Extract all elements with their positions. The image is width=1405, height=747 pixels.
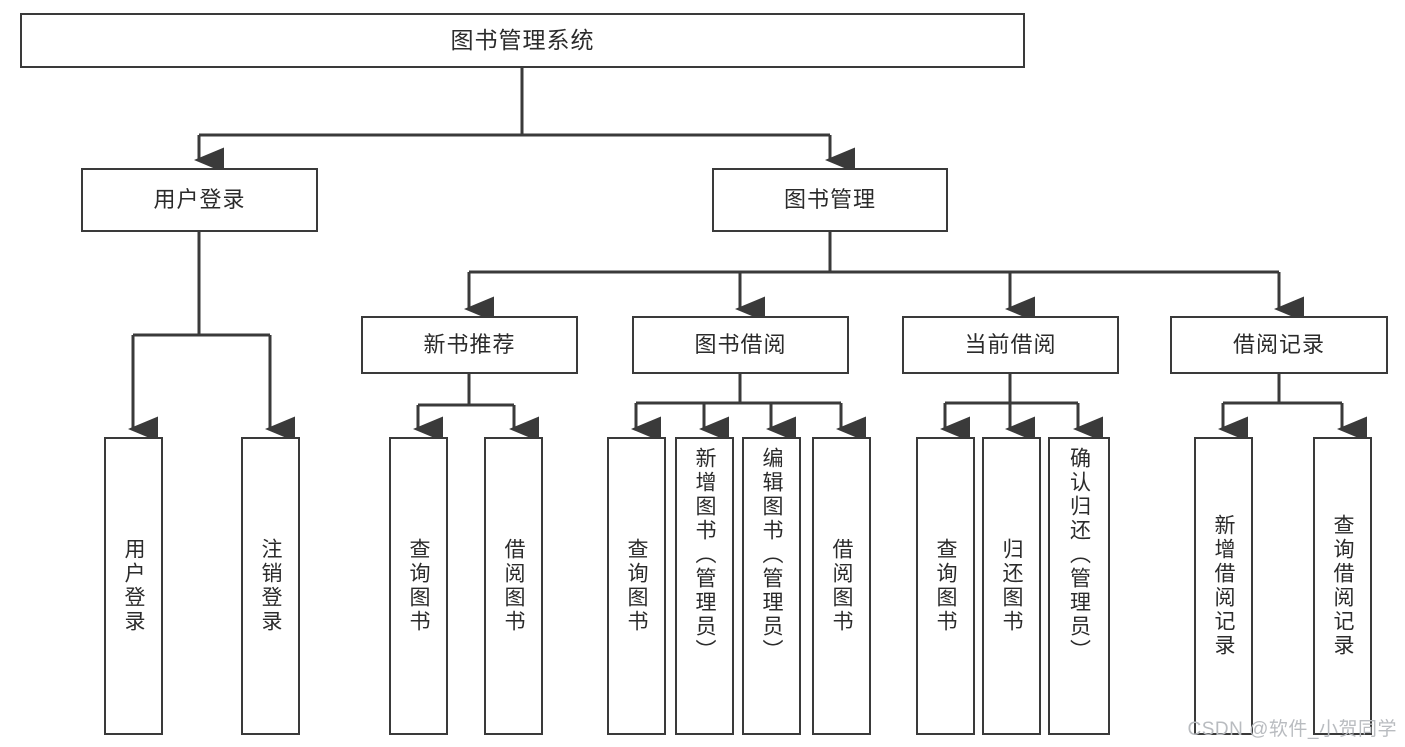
- node-new-book-recommend[interactable]: 新书推荐: [361, 316, 578, 374]
- node-label: 图书管理: [783, 187, 876, 213]
- node-label: 借阅图书: [830, 538, 853, 634]
- leaf-add-book-admin[interactable]: 新增图书（管理员）: [675, 437, 734, 735]
- node-label: 归还图书: [1000, 538, 1023, 634]
- node-label: 查询图书: [934, 538, 957, 634]
- node-label: 确认归还（管理员）: [1067, 447, 1091, 663]
- node-label: 借阅图书: [502, 538, 525, 634]
- node-label: 用户登录: [153, 187, 246, 213]
- leaf-add-borrow-record[interactable]: 新增借阅记录: [1194, 437, 1253, 735]
- node-label: 当前借阅: [964, 332, 1057, 358]
- leaf-edit-book-admin[interactable]: 编辑图书（管理员）: [742, 437, 801, 735]
- node-label: 新增图书（管理员）: [693, 447, 716, 663]
- leaf-borrow-book-recommend[interactable]: 借阅图书: [484, 437, 543, 735]
- node-label: 注销登录: [259, 538, 282, 634]
- leaf-confirm-return-admin[interactable]: 确认归还（管理员）: [1048, 437, 1110, 735]
- leaf-logout[interactable]: 注销登录: [241, 437, 300, 735]
- node-label: 图书管理系统: [450, 26, 595, 53]
- node-borrow-record[interactable]: 借阅记录: [1170, 316, 1388, 374]
- node-label: 编辑图书（管理员）: [760, 447, 783, 663]
- leaf-query-book-recommend[interactable]: 查询图书: [389, 437, 448, 735]
- leaf-query-borrow-record[interactable]: 查询借阅记录: [1313, 437, 1372, 735]
- node-root-book-management-system[interactable]: 图书管理系统: [20, 13, 1025, 68]
- node-label: 用户登录: [122, 538, 145, 634]
- node-label: 图书借阅: [694, 332, 787, 358]
- node-current-borrow[interactable]: 当前借阅: [902, 316, 1119, 374]
- leaf-return-book[interactable]: 归还图书: [982, 437, 1041, 735]
- node-label: 新书推荐: [423, 332, 516, 358]
- leaf-user-login[interactable]: 用户登录: [104, 437, 163, 735]
- node-label: 查询图书: [625, 538, 648, 634]
- node-label: 借阅记录: [1232, 332, 1325, 358]
- leaf-borrow-book[interactable]: 借阅图书: [812, 437, 871, 735]
- leaf-query-book-borrow[interactable]: 查询图书: [607, 437, 666, 735]
- node-user-login[interactable]: 用户登录: [81, 168, 318, 232]
- node-label: 查询图书: [407, 538, 430, 634]
- watermark: CSDN @软件_小贺同学: [1187, 719, 1397, 740]
- node-label: 新增借阅记录: [1212, 514, 1235, 658]
- node-book-borrow[interactable]: 图书借阅: [632, 316, 849, 374]
- leaf-query-book-current[interactable]: 查询图书: [916, 437, 975, 735]
- node-label: 查询借阅记录: [1331, 514, 1354, 658]
- node-book-management[interactable]: 图书管理: [712, 168, 948, 232]
